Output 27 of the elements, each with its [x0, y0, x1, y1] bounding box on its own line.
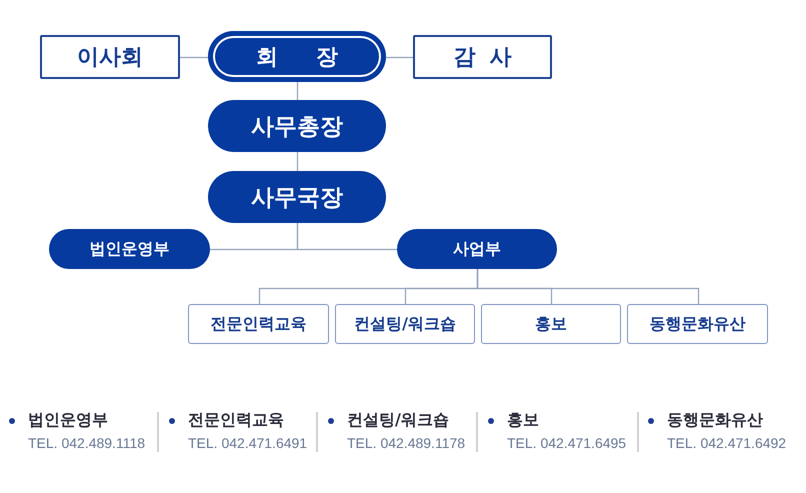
org-pill: 사무국장	[208, 171, 386, 223]
org-box: 이사회	[40, 35, 180, 79]
connector-line	[386, 56, 413, 58]
connector-line	[296, 82, 298, 100]
department-name: 홍보	[507, 410, 539, 431]
department-name: 전문인력교육	[188, 410, 284, 431]
phone-number: TEL. 042.489.1118	[28, 435, 146, 451]
org-pill: 사무총장	[208, 100, 386, 152]
org-box: 홍보	[481, 304, 621, 344]
connector-line	[180, 56, 208, 58]
department-name: 동행문화유산	[667, 410, 763, 431]
org-box: 감 사	[413, 35, 552, 79]
connector-line	[476, 269, 700, 304]
org-pill: 사업부	[397, 229, 557, 269]
phone-number: TEL. 042.471.6491	[188, 435, 308, 451]
phone-number: TEL. 042.471.6492	[667, 435, 786, 451]
connector-line	[296, 152, 298, 171]
org-pill: 회 장	[208, 31, 386, 82]
org-box: 동행문화유산	[627, 304, 768, 344]
phone-number: TEL. 042.489.1178	[347, 435, 466, 451]
department-name: 법인운영부	[28, 410, 108, 431]
org-box: 전문인력교육	[188, 304, 329, 344]
org-pill: 법인운영부	[49, 229, 210, 269]
connector-line	[296, 223, 397, 250]
org-box: 컨설팅/워크숍	[335, 304, 475, 344]
department-name: 컨설팅/워크숍	[347, 410, 449, 431]
phone-number: TEL. 042.471.6495	[507, 435, 626, 451]
